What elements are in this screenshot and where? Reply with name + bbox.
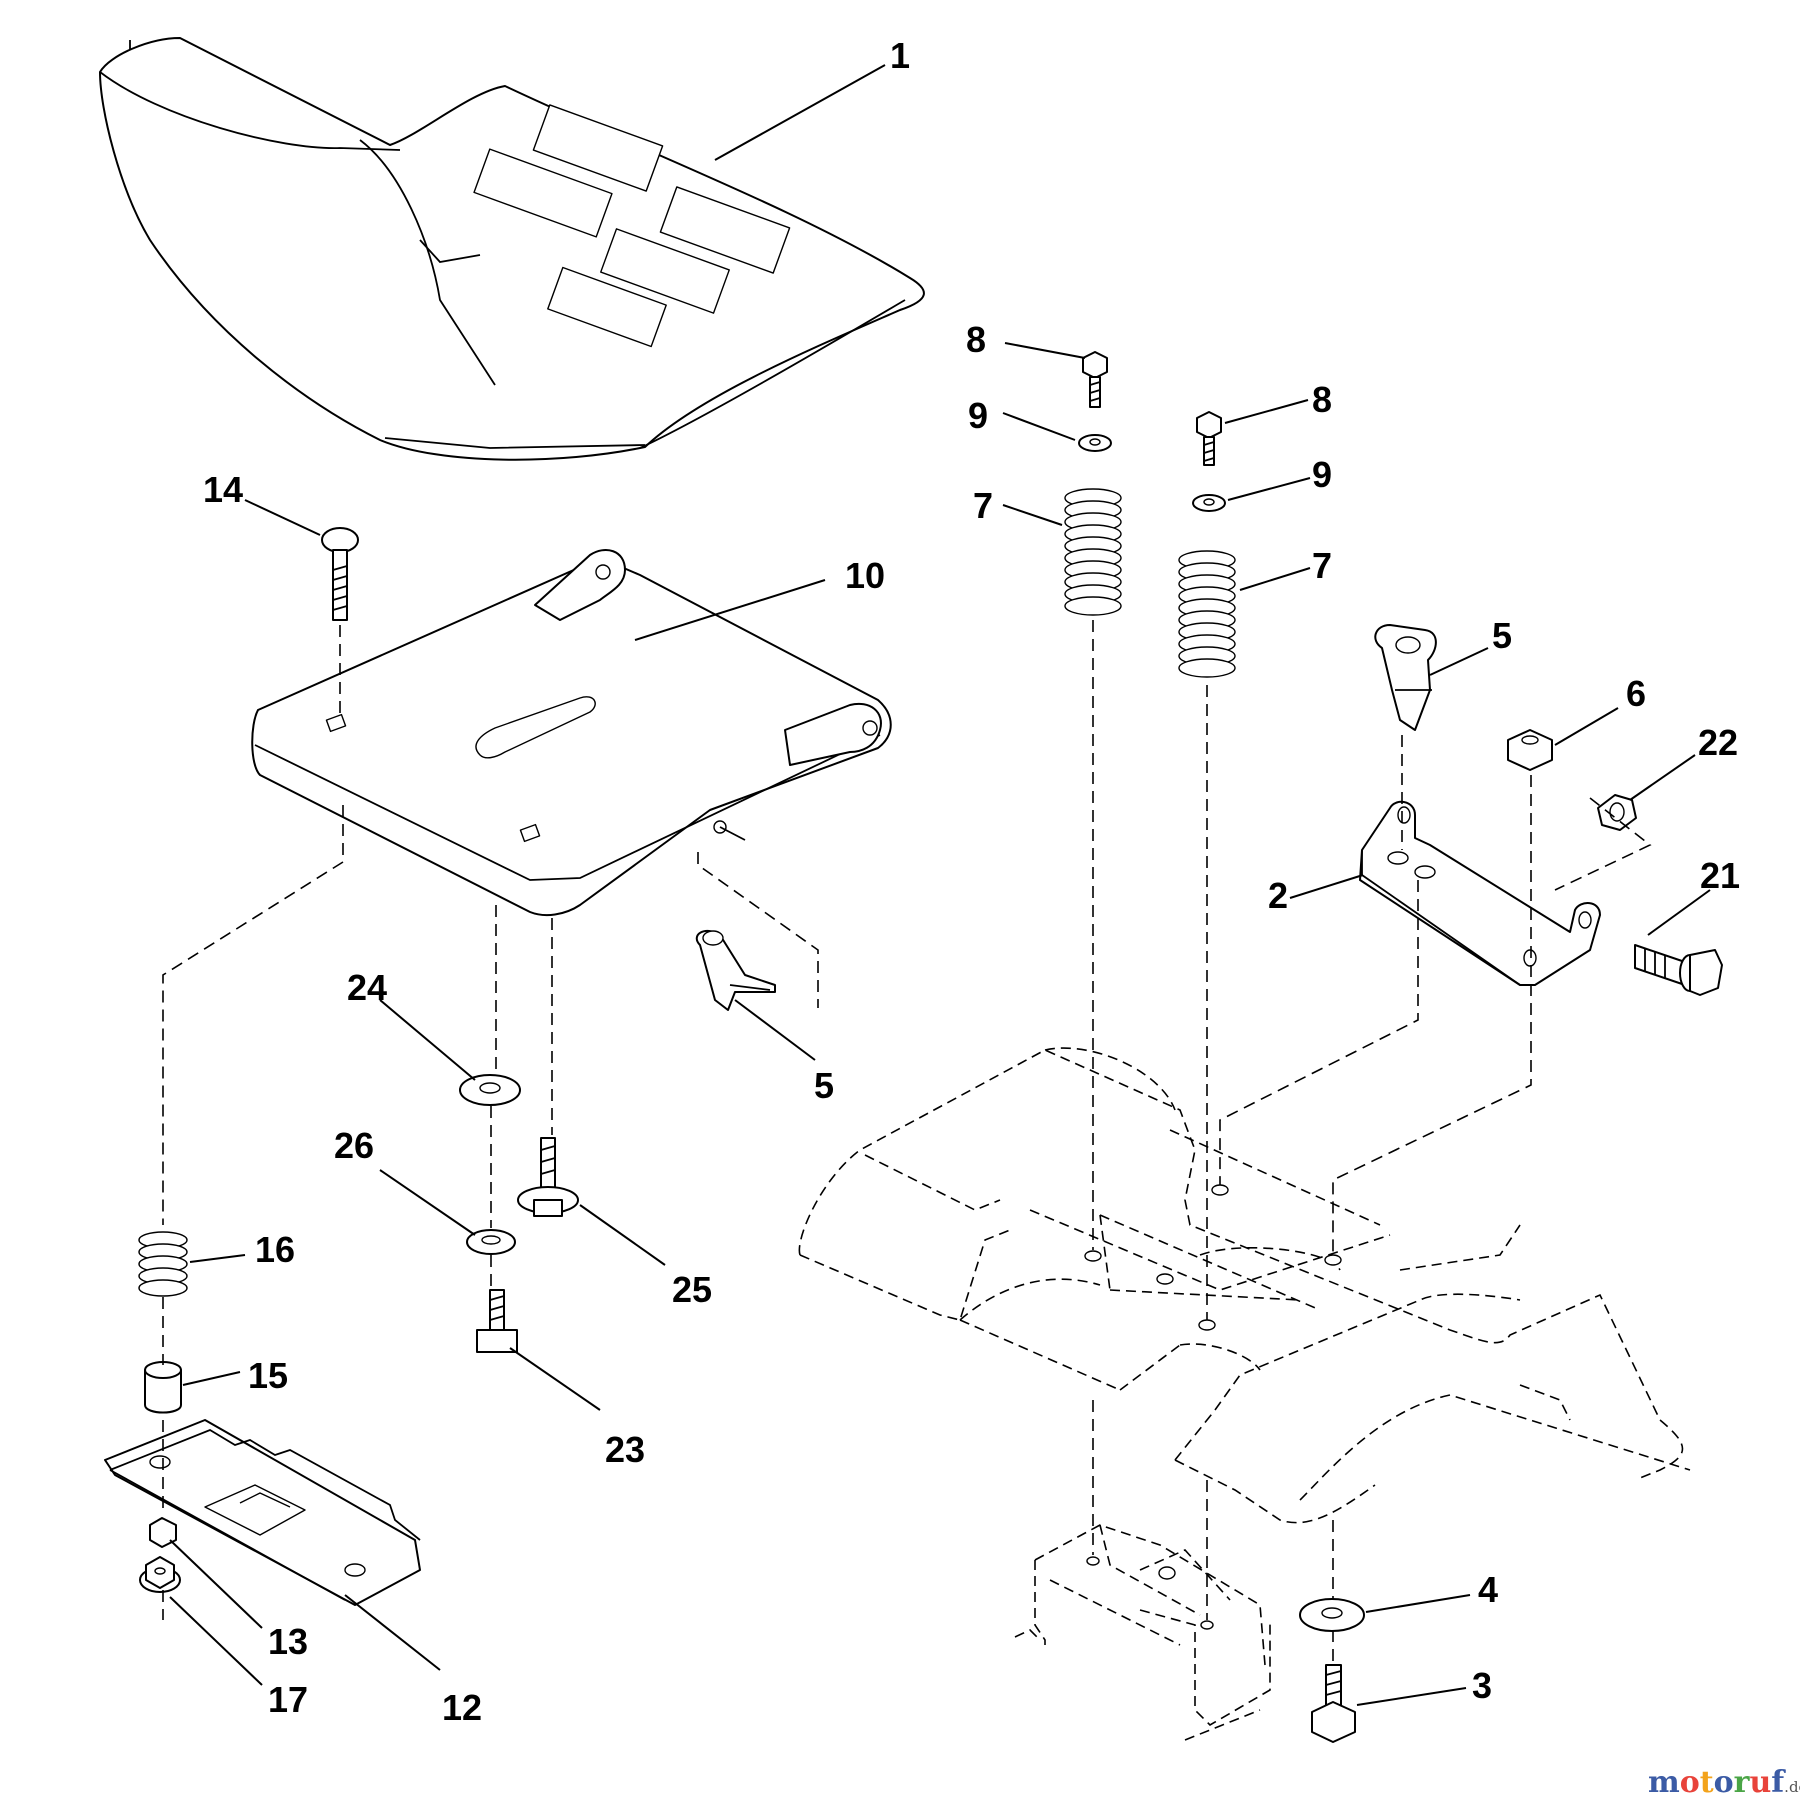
callout-10: 10 <box>845 555 885 596</box>
flange-nut-17-part <box>139 1556 181 1593</box>
leader-lines <box>169 64 1711 1706</box>
callout-8-left: 8 <box>966 319 986 360</box>
callout-6: 6 <box>1626 673 1646 714</box>
watermark-letter: u <box>1749 1765 1771 1800</box>
watermark-letter: t <box>1700 1765 1714 1800</box>
callout-13: 13 <box>268 1621 308 1662</box>
bolt-25-part <box>517 1137 579 1217</box>
callout-22: 22 <box>1698 722 1738 763</box>
callout-16: 16 <box>255 1229 295 1270</box>
spacer-15-part <box>144 1361 182 1414</box>
watermark-letter: r <box>1734 1765 1751 1800</box>
clip-right-part <box>1374 624 1437 731</box>
shoulder-bolt-part <box>1634 944 1723 996</box>
bolt-8-left-part <box>1082 351 1108 408</box>
callout-labels: 1 2 3 4 5 5 6 7 7 8 8 9 9 10 12 13 14 15… <box>203 35 1740 1728</box>
nut-13-part <box>149 1517 177 1548</box>
fender-outline <box>798 1047 1691 1524</box>
assembly-lines <box>162 620 1652 1662</box>
bolt-3-part <box>1311 1664 1356 1743</box>
carriage-bolt-part <box>321 527 359 621</box>
washer-4-part <box>1299 1598 1365 1632</box>
washer-24-part <box>459 1074 521 1106</box>
callout-17: 17 <box>268 1679 308 1720</box>
callout-7-right: 7 <box>1312 545 1332 586</box>
callout-4: 4 <box>1478 1569 1498 1610</box>
watermark-letter: m <box>1648 1765 1680 1800</box>
callout-14: 14 <box>203 469 243 510</box>
callout-21: 21 <box>1700 855 1740 896</box>
slide-plate-part <box>104 1419 421 1606</box>
callout-8-right: 8 <box>1312 379 1332 420</box>
washer-9-right-part <box>1192 494 1226 512</box>
callout-2: 2 <box>1268 875 1288 916</box>
screw-23-part <box>476 1289 518 1353</box>
base-bracket-outline <box>1014 1524 1271 1741</box>
lock-washer-26-part <box>466 1229 516 1255</box>
washer-9-left-part <box>1078 434 1112 452</box>
seat-pan-part <box>251 549 892 917</box>
callout-1: 1 <box>890 35 910 76</box>
watermark: motoruf.de <box>1648 1765 1800 1800</box>
nut-6-part <box>1507 729 1553 771</box>
seat-part <box>99 37 925 461</box>
spring-16-part <box>138 1231 188 1297</box>
callout-7-left: 7 <box>973 485 993 526</box>
callout-5-left: 5 <box>814 1065 834 1106</box>
watermark-letter: o <box>1680 1765 1700 1800</box>
nut-22-part <box>1597 794 1637 831</box>
callout-12: 12 <box>442 1687 482 1728</box>
watermark-letter: f <box>1771 1765 1786 1800</box>
callout-23: 23 <box>605 1429 645 1470</box>
callout-24: 24 <box>347 967 387 1008</box>
callout-26: 26 <box>334 1125 374 1166</box>
callout-5-right: 5 <box>1492 615 1512 656</box>
spring-7-right-part <box>1178 550 1236 678</box>
bolt-8-right-part <box>1196 411 1222 466</box>
callout-3: 3 <box>1472 1665 1492 1706</box>
spring-7-left-part <box>1064 488 1122 616</box>
callout-15: 15 <box>248 1355 288 1396</box>
callout-9-right: 9 <box>1312 454 1332 495</box>
callout-25: 25 <box>672 1269 712 1310</box>
bracket-part <box>1359 800 1601 986</box>
watermark-suffix: .de <box>1784 1778 1800 1796</box>
watermark-letter: o <box>1714 1765 1734 1800</box>
callout-9-left: 9 <box>968 395 988 436</box>
clip-left-part <box>695 929 776 1011</box>
